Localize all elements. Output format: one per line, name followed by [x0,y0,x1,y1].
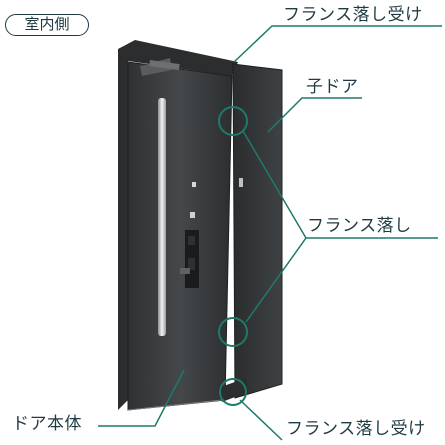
leader-child-door [267,97,362,133]
label-flush-bolt: フランス落し [307,216,412,236]
label-door-body: ドア本体 [12,414,82,434]
child-door [232,63,283,399]
bottom-bolt-highlight [218,317,248,347]
threshold [218,378,248,402]
leader-door-body [98,369,185,427]
room-side-badge: 室内側 [5,14,89,36]
leader-flush-bolt-top [242,130,307,239]
leader-top-receiver [233,25,442,63]
label-bottom-receiver: フランス落し受け [286,419,426,439]
label-child-door: 子ドア [306,77,359,97]
bar-handle [158,98,166,336]
leader-bottom-receiver [239,399,283,441]
top-bolt-highlight [218,106,248,136]
main-door-leaf [127,61,233,411]
leader-flush-bolt-bottom [245,237,438,323]
label-top-receiver: フランス落し受け [283,5,423,25]
lock-hardware [180,182,199,288]
bottom-receiver-highlight [219,378,247,406]
